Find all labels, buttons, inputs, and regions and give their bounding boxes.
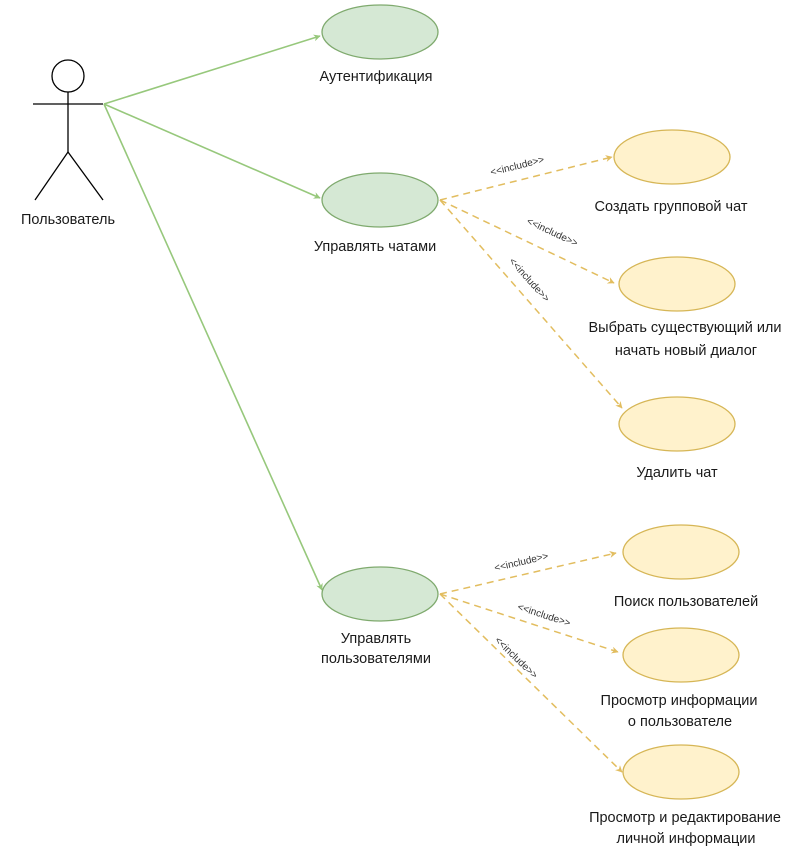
use-case-auth[interactable]: Аутентификация xyxy=(319,4,439,85)
use-case-manage-users[interactable]: Управлять пользователями xyxy=(321,566,439,667)
use-case-manage-chats[interactable]: Управлять чатами xyxy=(314,172,439,255)
associations xyxy=(103,34,323,591)
use-case-view-user-info-shape xyxy=(622,627,740,683)
use-case-manage-chats-shape xyxy=(321,172,439,228)
include-label-select-dialog: <<include>> xyxy=(525,216,580,249)
use-case-view-user-info-label-line2: о пользователе xyxy=(628,714,732,730)
include-label-search-users: <<include>> xyxy=(493,551,549,574)
use-case-select-dialog-label-line2: начать новый диалог xyxy=(615,343,757,359)
association-users xyxy=(103,103,323,591)
include-arrow-create-group xyxy=(439,155,613,201)
use-case-manage-users-shape xyxy=(321,566,439,622)
use-case-manage-users-label-line1: Управлять xyxy=(341,631,411,647)
use-case-select-dialog-label-line1: Выбрать существующий или xyxy=(589,320,782,336)
include-arrow-view-user xyxy=(439,593,619,654)
use-case-delete-chat[interactable]: Удалить чат xyxy=(618,396,736,481)
include-label-delete-chat: <<include>> xyxy=(506,256,551,304)
include-dependencies: <<include>> <<include>> <<include>> <<in… xyxy=(439,155,623,773)
use-case-search-users-label: Поиск пользователей xyxy=(614,594,758,610)
actor-leg-left xyxy=(34,151,69,201)
use-case-edit-personal-info-shape xyxy=(622,744,740,800)
use-case-edit-personal-info[interactable]: Просмотр и редактирование личной информа… xyxy=(589,744,781,847)
use-case-delete-chat-label: Удалить чат xyxy=(636,465,718,481)
include-arrow-search-users xyxy=(439,551,617,595)
use-case-search-users[interactable]: Поиск пользователей xyxy=(614,524,758,610)
use-case-view-user-info[interactable]: Просмотр информации о пользователе xyxy=(601,627,758,730)
actor-user[interactable]: Пользователь xyxy=(21,59,115,228)
include-label-view-user: <<include>> xyxy=(516,602,572,630)
include-arrow-delete-chat xyxy=(439,199,623,409)
include-label-edit-personal: <<include>> xyxy=(492,635,539,681)
use-case-auth-label: Аутентификация xyxy=(319,69,432,85)
include-arrow-edit-personal xyxy=(439,593,623,773)
use-case-manage-chats-label: Управлять чатами xyxy=(314,239,436,255)
use-case-auth-shape xyxy=(321,4,439,60)
association-auth xyxy=(103,34,321,105)
use-case-manage-users-label-line2: пользователями xyxy=(321,651,431,667)
use-case-create-group-chat-shape xyxy=(613,129,731,185)
use-case-view-user-info-label-line1: Просмотр информации xyxy=(601,693,758,709)
use-case-edit-personal-info-label-line2: личной информации xyxy=(616,831,755,847)
use-case-create-group-chat-label: Создать групповой чат xyxy=(594,199,747,215)
actor-label: Пользователь xyxy=(21,212,115,228)
use-case-edit-personal-info-label-line1: Просмотр и редактирование xyxy=(589,810,781,826)
include-arrow-select-dialog xyxy=(439,199,615,284)
actor-leg-right xyxy=(67,151,104,201)
use-case-select-dialog[interactable]: Выбрать существующий или начать новый ди… xyxy=(589,256,782,359)
actor-head xyxy=(51,59,85,93)
use-case-select-dialog-shape xyxy=(618,256,736,312)
use-case-search-users-shape xyxy=(622,524,740,580)
association-chats xyxy=(103,103,321,199)
use-case-delete-chat-shape xyxy=(618,396,736,452)
use-case-create-group-chat[interactable]: Создать групповой чат xyxy=(594,129,748,215)
